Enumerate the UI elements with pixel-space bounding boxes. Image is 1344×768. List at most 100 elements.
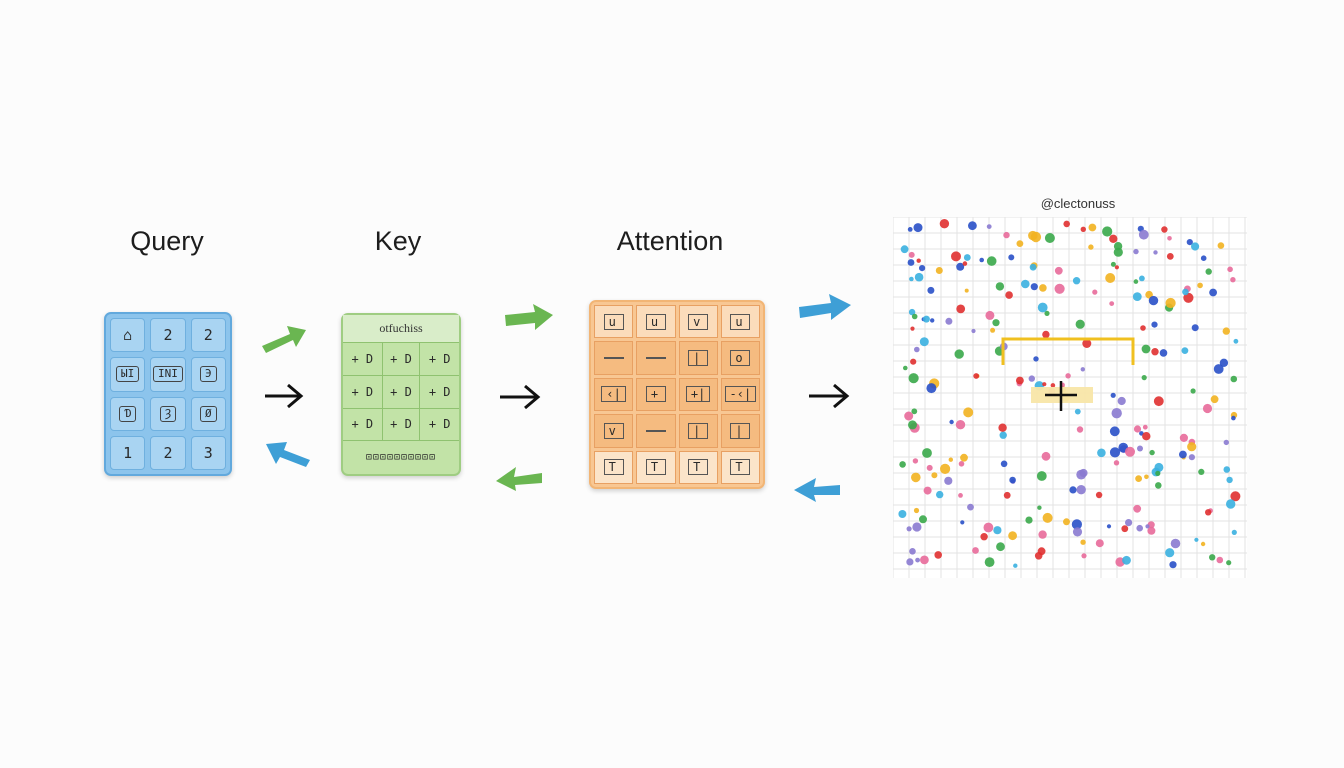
scatter-dot bbox=[903, 365, 908, 371]
scatter-dot bbox=[936, 490, 944, 499]
key-cell: + D bbox=[381, 408, 421, 442]
scatter-dot bbox=[962, 261, 968, 266]
scatter-dot bbox=[1016, 240, 1024, 247]
scatter-dot bbox=[1216, 556, 1224, 564]
scatter-dot bbox=[1139, 275, 1145, 282]
key-cell: + D bbox=[381, 343, 421, 376]
scatter-dot bbox=[992, 319, 1000, 327]
scatter-dot bbox=[1076, 485, 1086, 495]
scatter-dot bbox=[1226, 560, 1232, 566]
key-cell: + D bbox=[343, 343, 382, 376]
scatter-dot bbox=[1033, 356, 1039, 362]
attention-cell: | bbox=[678, 414, 718, 448]
scatter-dot bbox=[1075, 319, 1085, 329]
scatter-dot bbox=[945, 317, 953, 325]
scatter-dot bbox=[1080, 226, 1086, 232]
attention-cell: | bbox=[678, 341, 718, 375]
scatter-dot bbox=[910, 326, 915, 331]
attention-cell bbox=[594, 341, 634, 375]
scatter-dot bbox=[1038, 530, 1047, 539]
scatter-dot bbox=[911, 408, 918, 415]
query-cell: ЫI bbox=[110, 357, 146, 392]
scatter-dot bbox=[956, 262, 965, 271]
scatter-dot bbox=[1003, 491, 1011, 499]
scatter-dot bbox=[1095, 539, 1104, 548]
scatter-dot bbox=[1153, 250, 1158, 255]
scatter-dot bbox=[1187, 442, 1197, 452]
green-arrow-right-2 bbox=[505, 304, 553, 330]
query-cell: 2 bbox=[150, 435, 186, 470]
scatter-dot bbox=[1042, 382, 1047, 387]
scatter-dot bbox=[1092, 289, 1098, 295]
scatter-dot bbox=[1202, 403, 1213, 414]
scatter-dot bbox=[927, 286, 935, 294]
scatter-dot bbox=[919, 515, 927, 524]
key-cell: + D bbox=[420, 376, 459, 409]
scatter-dot bbox=[954, 349, 964, 359]
scatter-dot bbox=[1005, 291, 1013, 299]
highlight-bracket bbox=[1001, 337, 1135, 365]
scatter-dot bbox=[1194, 537, 1199, 542]
scatter-dot bbox=[948, 457, 953, 462]
scatter-dot bbox=[980, 533, 988, 541]
scatter-dot bbox=[1102, 226, 1113, 237]
scatter-dot bbox=[1191, 242, 1200, 251]
scatter-dot bbox=[1036, 471, 1047, 481]
scatter-dot bbox=[1132, 292, 1142, 301]
scatter-dot bbox=[907, 227, 913, 232]
scatter-dot bbox=[983, 522, 994, 533]
scatter-dot bbox=[1161, 226, 1168, 233]
scatter-dot bbox=[1097, 448, 1106, 458]
scatter-dot bbox=[907, 259, 915, 266]
scatter-dot bbox=[1190, 388, 1196, 394]
scatter-dot bbox=[1121, 525, 1129, 533]
scatter-dot bbox=[1140, 325, 1146, 331]
scatter-dot bbox=[1044, 310, 1050, 316]
scatter-dot bbox=[1230, 491, 1241, 502]
key-cell: + D bbox=[343, 409, 382, 442]
scatter-dot bbox=[960, 453, 968, 462]
scatter-dot bbox=[1110, 392, 1116, 398]
scatter-dot bbox=[1145, 290, 1153, 299]
scatter-dot bbox=[1142, 424, 1148, 430]
scatter-dot bbox=[1113, 460, 1120, 466]
scatter-dot bbox=[1145, 524, 1150, 529]
scatter-dot bbox=[1110, 261, 1116, 267]
attention-cell: u bbox=[636, 305, 676, 339]
scatter-dot bbox=[908, 420, 917, 430]
black-arrow-right-2 bbox=[500, 384, 541, 410]
scatter-dot bbox=[1135, 475, 1142, 482]
scatter-dot bbox=[1167, 236, 1172, 241]
scatter-dot bbox=[963, 407, 974, 418]
scatter-dot bbox=[996, 542, 1005, 552]
scatter-dot bbox=[1133, 248, 1139, 255]
scatter-dot bbox=[1016, 376, 1024, 385]
scatter-dot bbox=[1095, 491, 1103, 499]
scatter-dot bbox=[1155, 482, 1162, 489]
attention-cell: v bbox=[678, 305, 718, 339]
scatter-dot bbox=[1109, 301, 1115, 306]
key-cell: + D bbox=[343, 376, 382, 409]
scatter-dot bbox=[1233, 338, 1239, 344]
blue-arrow-left-3 bbox=[794, 478, 840, 502]
scatter-dot bbox=[1008, 254, 1015, 261]
scatter-dot bbox=[993, 526, 1002, 535]
scatter-dot bbox=[1200, 541, 1206, 547]
scatter-dot bbox=[960, 520, 965, 525]
black-arrow-right-1 bbox=[265, 383, 304, 409]
scatter-dot bbox=[912, 522, 922, 532]
scatter-dot bbox=[1028, 375, 1035, 382]
scatter-dot bbox=[1166, 253, 1174, 260]
scatter-dot bbox=[1125, 519, 1133, 527]
scatter-dot bbox=[973, 373, 980, 379]
scatter-dot bbox=[1050, 383, 1056, 388]
scatter-dot bbox=[911, 472, 921, 483]
scatter-dot bbox=[926, 383, 937, 394]
attention-cell: T bbox=[594, 450, 634, 484]
scatter-dot bbox=[1222, 327, 1230, 335]
scatter-dot bbox=[1151, 348, 1159, 356]
scatter-dot bbox=[1151, 321, 1158, 328]
attention-cell: ‹| bbox=[594, 377, 634, 412]
scatter-dot bbox=[1079, 468, 1088, 478]
scatter-dot bbox=[906, 526, 912, 532]
